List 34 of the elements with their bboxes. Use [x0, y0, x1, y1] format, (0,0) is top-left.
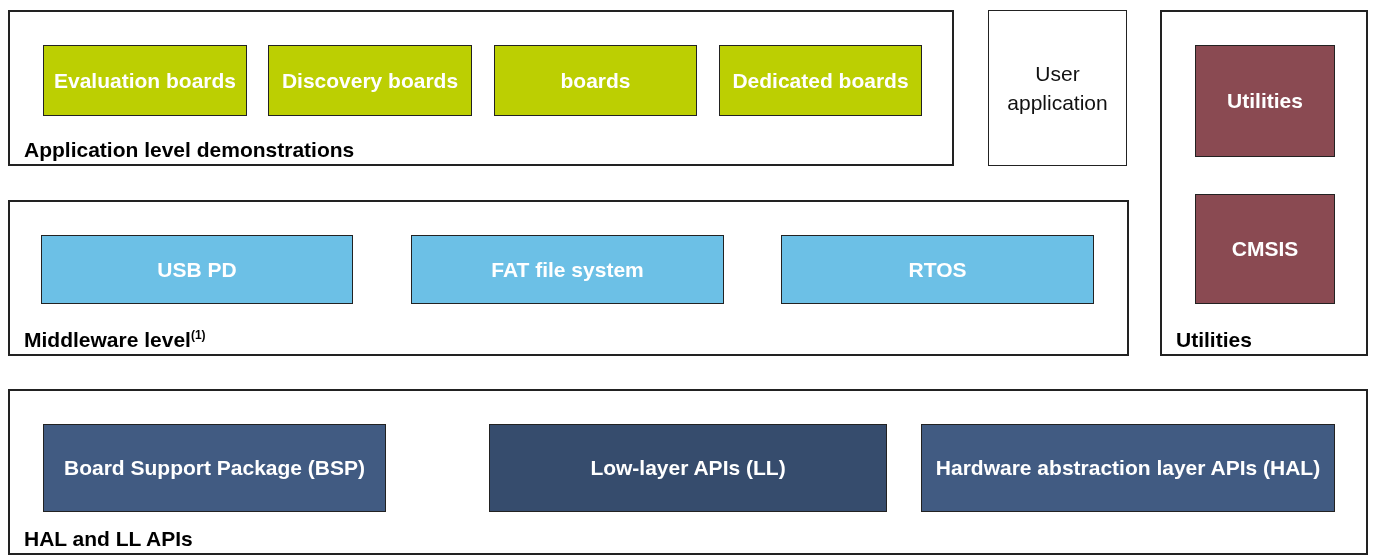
box-label: Hardware abstraction layer APIs (HAL)	[935, 455, 1321, 482]
middleware-box	[411, 235, 724, 304]
board-box	[268, 45, 472, 116]
layer-title: HAL and LL APIs	[24, 527, 193, 551]
box-label: FAT file system	[491, 256, 644, 283]
layer-title: Utilities	[1176, 328, 1252, 352]
box-label: Dedicated boards	[732, 67, 909, 94]
middleware-layer-panel	[8, 200, 1129, 356]
box-label: RTOS	[908, 256, 967, 283]
layer-title: Application level demonstrations	[24, 138, 355, 162]
utility-box	[1195, 45, 1335, 157]
middleware-box	[41, 235, 353, 304]
board-box	[43, 45, 247, 116]
demonstration-layer-panel	[8, 10, 954, 166]
box-label: User application	[1006, 60, 1109, 116]
utilities-panel	[1160, 10, 1368, 356]
api-layer-panel	[8, 389, 1368, 555]
utility-box	[1195, 194, 1335, 304]
box-label: Discovery boards	[281, 67, 459, 94]
layer-title: Middleware level$^{(1)}$	[24, 328, 206, 352]
box-label: Evaluation boards	[53, 67, 236, 94]
box-label: USB PD	[157, 256, 237, 283]
box-label: Utilities	[1227, 88, 1303, 115]
box-label: CMSIS	[1231, 236, 1299, 263]
api-box	[43, 424, 386, 512]
box-label: boards	[560, 67, 631, 94]
box-label: Low-layer APIs (LL)	[590, 455, 786, 482]
box-label: Board Support Package (BSP)	[63, 455, 366, 482]
api-box	[921, 424, 1335, 512]
board-box	[719, 45, 922, 116]
api-box	[489, 424, 887, 512]
board-box	[494, 45, 697, 116]
application-box	[988, 10, 1127, 166]
middleware-box	[781, 235, 1094, 304]
